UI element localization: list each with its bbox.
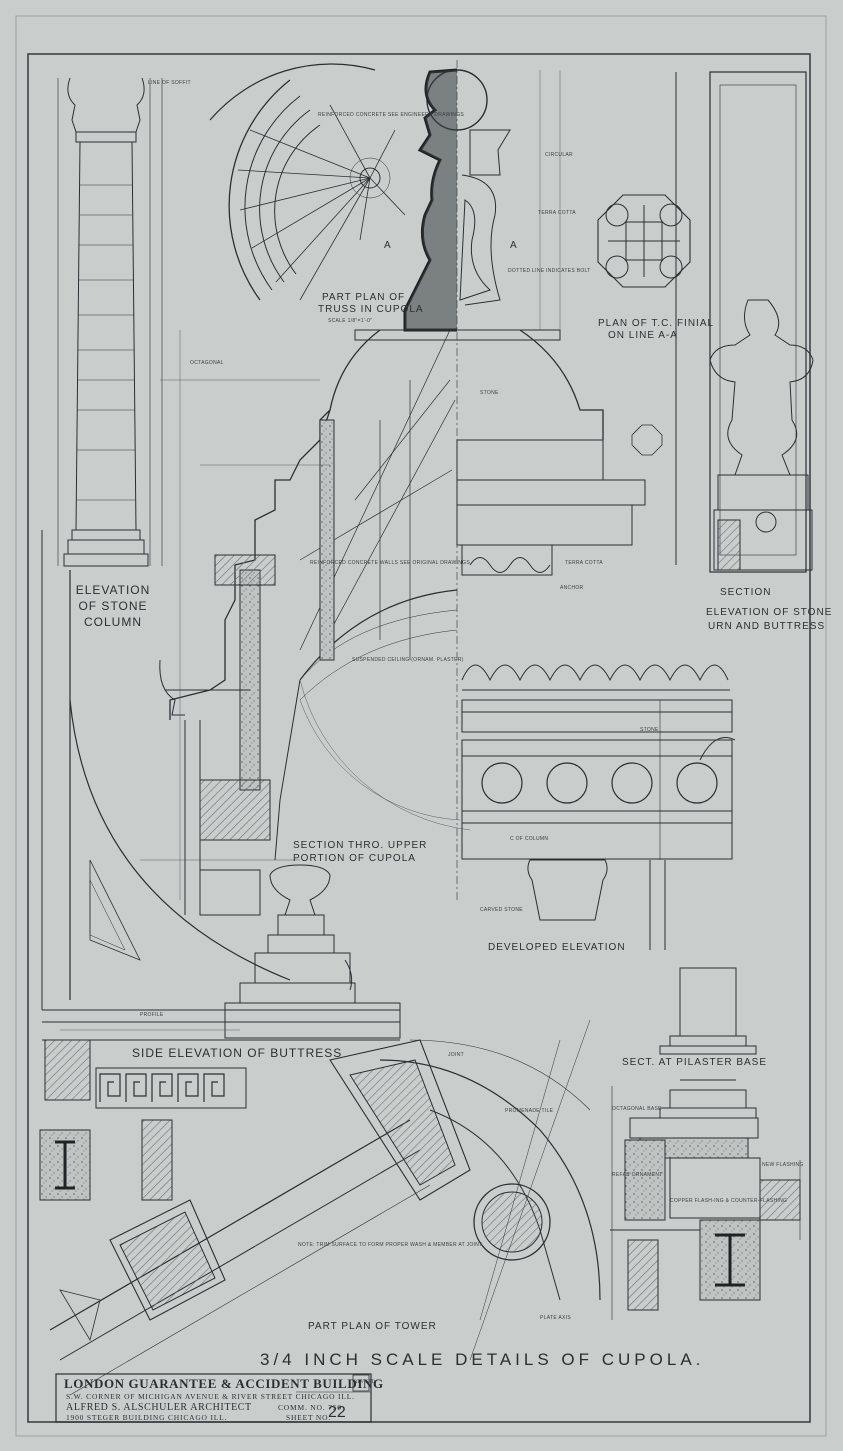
label-truss-plan-2: TRUSS IN CUPOLA [318, 304, 424, 315]
title-address: 1900 STEGER BUILDING CHICAGO ILL. [66, 1413, 228, 1422]
sheet-title: 3/4 INCH SCALE DETAILS OF CUPOLA. [260, 1350, 705, 1369]
title-revised: REVISED [354, 1380, 376, 1385]
note-line-of-soffit: LINE OF SOFFIT [148, 80, 191, 86]
developed-elevation [461, 544, 736, 950]
dome-section [169, 329, 646, 861]
note-trim-surface: NOTE: TRIM SURFACE TO FORM PROPER WASH &… [298, 1242, 483, 1248]
label-urn-section: SECTION [720, 587, 772, 598]
label-tower-plan: PART PLAN OF TOWER [308, 1321, 437, 1332]
note-suspended-ceiling: SUSPENDED CEILING (ORNAM. PLASTER) [352, 657, 464, 663]
label-section-upper-2: PORTION OF CUPOLA [293, 853, 416, 864]
note-plate-axis: PLATE AXIS [540, 1315, 571, 1321]
label-stone-column: ELEVATION OF STONE COLUMN [75, 583, 151, 629]
note-octagonal: OCTAGONAL [190, 360, 224, 366]
title-block: LONDON GUARANTEE & ACCIDENT BUILDING S.W… [56, 1374, 383, 1422]
label-urn-elevation-1: ELEVATION OF STONE [706, 607, 833, 618]
label-finial-plan-2: ON LINE A-A [608, 330, 678, 341]
label-side-elevation-buttress: SIDE ELEVATION OF BUTTRESS [132, 1046, 343, 1060]
label-finial-plan-1: PLAN OF T.C. FINIAL [598, 318, 715, 329]
label-developed-elevation: DEVELOPED ELEVATION [488, 942, 626, 953]
note-reinforced-concrete: REINFORCED CONCRETE SEE ENGINEERS DRAWIN… [318, 112, 465, 118]
pedestal-urn [224, 864, 401, 1039]
pilaster-base-section [610, 967, 801, 1320]
title-sheet-number: 22 [328, 1404, 346, 1421]
note-joint: JOINT [448, 1052, 464, 1058]
truss-plan [209, 63, 406, 301]
lower-section-wall [159, 659, 261, 916]
tower-plan [49, 1019, 601, 1396]
note-refab-ornament: REFAB ORNAMENT [612, 1172, 663, 1178]
urn-buttress [675, 71, 814, 573]
note-stone-developed: STONE [640, 727, 659, 733]
title-commission: COMM. NO. 750 [278, 1403, 342, 1412]
label-section-upper-1: SECTION THRO. UPPER [293, 840, 428, 851]
greek-key-band [44, 1039, 247, 1109]
note-terra-cotta-2: TERRA COTTA [565, 560, 603, 566]
label-truss-plan-1: PART PLAN OF [322, 292, 406, 303]
title-sheet-label: SHEET NO. [286, 1413, 331, 1422]
note-anchor: ANCHOR [560, 585, 584, 591]
buttress-side [41, 530, 400, 1041]
note-copper-flashing: COPPER FLASH-ING & COUNTER-FLASHING [670, 1198, 788, 1204]
note-profile: PROFILE [140, 1012, 164, 1018]
label-truss-scale: SCALE 1/8"=1'-0" [328, 318, 373, 324]
note-promenade-tile: PROMENADE TILE [505, 1108, 554, 1114]
title-building: LONDON GUARANTEE & ACCIDENT BUILDING [64, 1376, 384, 1391]
note-terra-cotta: TERRA COTTA [538, 210, 576, 216]
note-stone-dome: STONE [480, 390, 499, 396]
label-urn-elevation-2: URN AND BUTTRESS [708, 621, 826, 632]
note-new-flashing: NEW FLASHING [762, 1162, 804, 1168]
section-marker-a-right: A [510, 240, 518, 251]
label-pilaster-base: SECT. AT PILASTER BASE [622, 1057, 768, 1068]
note-concrete-walls: REINFORCED CONCRETE WALLS SEE ORIGINAL D… [310, 560, 470, 566]
stone-column-elevation [57, 77, 163, 567]
finial-plan [597, 194, 691, 456]
title-architect: ALFRED S. ALSCHULER ARCHITECT [66, 1402, 252, 1413]
section-marker-a-left: A [384, 240, 392, 251]
border-frame [27, 53, 811, 1423]
note-carved-stone: CARVED STONE [480, 907, 523, 913]
title-location: S.W. CORNER OF MICHIGAN AVENUE & RIVER S… [66, 1392, 355, 1401]
note-circular: CIRCULAR [545, 152, 573, 158]
note-dotted-line: DOTTED LINE INDICATES BOLT [508, 268, 591, 274]
note-c-of-column: C OF COLUMN [510, 836, 549, 842]
note-octagonal-base: OCTAGONAL BASE [612, 1106, 662, 1112]
